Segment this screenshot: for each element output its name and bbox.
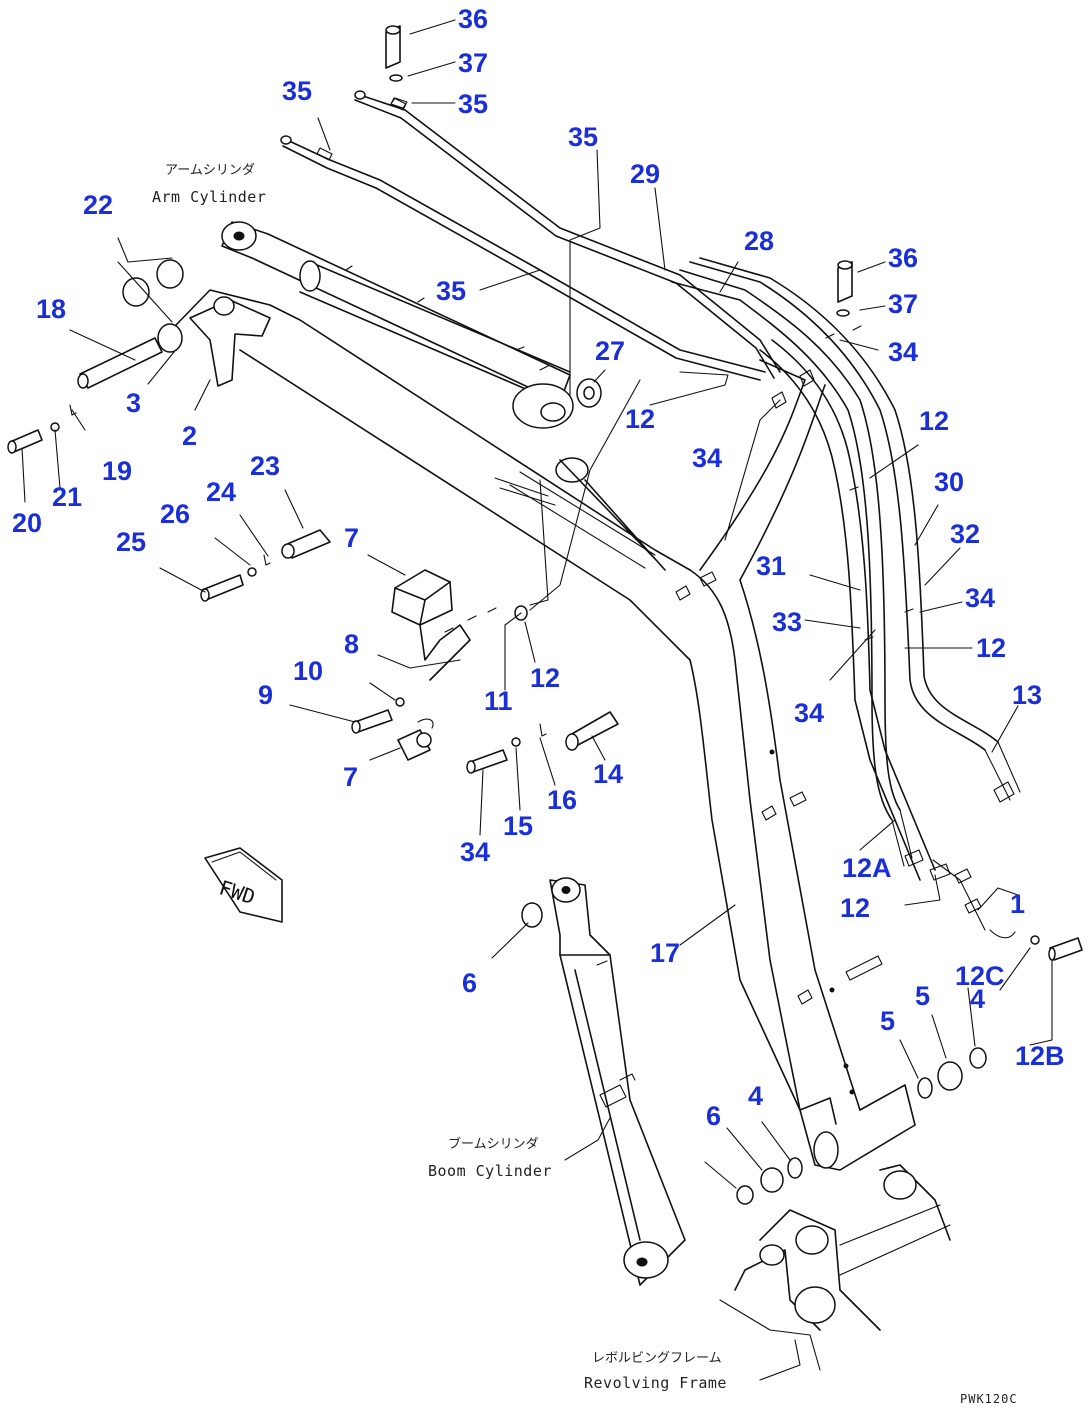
callout-label: 16 <box>547 785 577 815</box>
callout-label: 6 <box>706 1101 721 1131</box>
callout-label: 7 <box>344 523 359 553</box>
callout-label: 35 <box>282 76 312 106</box>
callout-label: 14 <box>593 759 623 789</box>
small-parts <box>7 25 1083 1205</box>
figure-code: PWK120C <box>960 1392 1018 1406</box>
callout-label: 36 <box>888 243 918 273</box>
callout-label: 22 <box>83 190 113 220</box>
callout-label: 4 <box>748 1081 763 1111</box>
boom-cylinder-caption-en: Boom Cylinder <box>428 1162 552 1180</box>
callout-labels: 36 37 35 35 35 29 28 36 37 34 22 35 27 1… <box>12 4 1065 1131</box>
callout-label: 11 <box>484 686 513 716</box>
callout-label: 5 <box>915 981 930 1011</box>
callout-label: 35 <box>458 89 488 119</box>
callout-label: 13 <box>1012 680 1042 710</box>
fwd-label: FWD <box>216 875 258 909</box>
arm-cylinder-caption-en: Arm Cylinder <box>152 188 266 206</box>
callout-label: 12C <box>955 961 1005 991</box>
arm-cylinder <box>221 221 602 429</box>
callout-label: 37 <box>458 48 488 78</box>
callout-label: 12 <box>840 893 870 923</box>
callout-label: 12 <box>919 406 949 436</box>
boom-hoses <box>671 257 1021 931</box>
callout-label: 10 <box>293 656 323 686</box>
boom <box>175 289 916 1171</box>
callout-label: 34 <box>460 837 490 867</box>
callout-label: 23 <box>250 451 280 481</box>
callout-label: 12A <box>842 853 892 883</box>
callout-label: 26 <box>160 499 190 529</box>
callout-label: 6 <box>462 968 477 998</box>
callout-label: 15 <box>503 811 533 841</box>
callout-label: 21 <box>52 482 82 512</box>
callout-label: 37 <box>888 289 918 319</box>
revolving-frame <box>719 1164 951 1371</box>
callout-label: 28 <box>744 226 774 256</box>
callout-label: 3 <box>126 388 141 418</box>
captions: アームシリンダ Arm Cylinder ブームシリンダ Boom Cylind… <box>152 163 1018 1406</box>
callout-label: 36 <box>458 4 488 34</box>
callout-label: 2 <box>182 421 197 451</box>
callout-label: 31 <box>756 551 786 581</box>
callout-label: 18 <box>36 294 66 324</box>
boom-cylinder-caption-jp: ブームシリンダ <box>448 1136 539 1152</box>
callout-label: 8 <box>344 629 359 659</box>
callout-label: 29 <box>630 159 660 189</box>
callout-label: 12 <box>625 404 655 434</box>
callout-label: 20 <box>12 508 42 538</box>
callout-label: 12B <box>1015 1041 1065 1071</box>
callout-label: 34 <box>794 698 824 728</box>
callout-label: 4 <box>970 984 985 1014</box>
callout-label: 34 <box>965 583 995 613</box>
callout-label: 25 <box>116 527 146 557</box>
forward-direction-badge: FWD <box>204 847 283 923</box>
boom-cylinder <box>521 877 686 1286</box>
callout-label: 35 <box>436 276 466 306</box>
callout-label: 1 <box>1010 889 1025 919</box>
callout-label: 27 <box>595 336 625 366</box>
leader-lines <box>21 19 1053 1381</box>
callout-label: 33 <box>772 607 802 637</box>
callout-label: 12 <box>530 663 560 693</box>
callout-label: 12 <box>976 633 1006 663</box>
arm-hoses <box>280 90 781 381</box>
callout-label: 34 <box>888 337 918 367</box>
callout-label: 34 <box>692 443 722 473</box>
callout-label: 7 <box>343 762 358 792</box>
callout-label: 17 <box>650 938 680 968</box>
callout-label: 9 <box>258 680 273 710</box>
callout-label: 35 <box>568 122 598 152</box>
callout-label: 30 <box>934 467 964 497</box>
callout-label: 32 <box>950 519 980 549</box>
callout-label: 24 <box>206 477 236 507</box>
callout-label: 5 <box>880 1006 895 1036</box>
revolving-frame-caption-en: Revolving Frame <box>584 1374 727 1392</box>
callout-label: 19 <box>102 456 132 486</box>
arm-cylinder-caption-jp: アームシリンダ <box>165 163 255 178</box>
revolving-frame-caption-jp: レボルビングフレーム <box>592 1351 722 1366</box>
